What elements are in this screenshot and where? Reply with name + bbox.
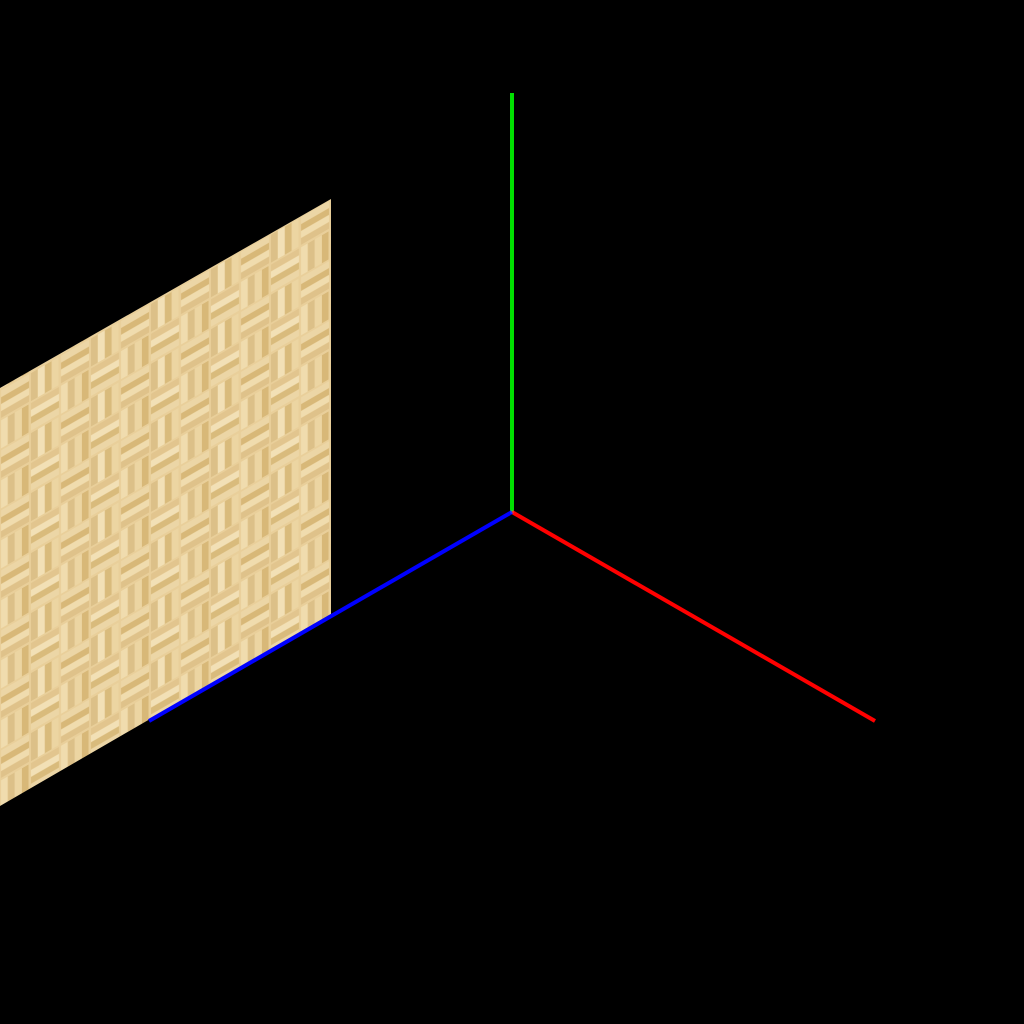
z-axis-line (148, 510, 513, 723)
parquet-plane[interactable] (0, 199, 331, 806)
origin-point (510, 510, 514, 514)
x-axis-line (511, 510, 876, 723)
